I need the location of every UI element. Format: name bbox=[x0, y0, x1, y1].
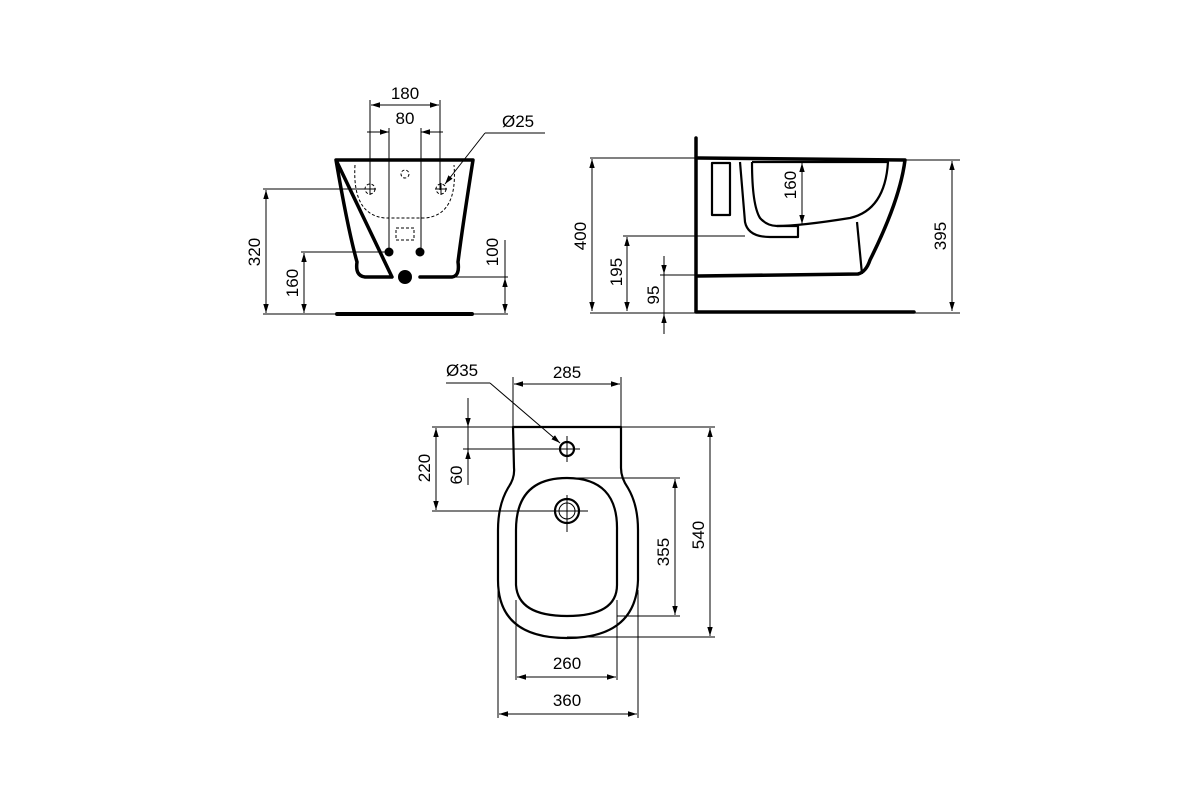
dim-100: 100 bbox=[483, 238, 502, 266]
front-view: 180 80 Ø25 320 160 100 bbox=[245, 84, 545, 316]
dim-80: 80 bbox=[396, 109, 415, 128]
dim-160-side: 160 bbox=[781, 171, 800, 199]
dim-360: 360 bbox=[553, 691, 581, 710]
dim-160-front: 160 bbox=[283, 269, 302, 297]
dim-260: 260 bbox=[553, 654, 581, 673]
dim-220: 220 bbox=[415, 454, 434, 482]
dim-320: 320 bbox=[245, 238, 264, 266]
dim-285: 285 bbox=[553, 363, 581, 382]
dim-60: 60 bbox=[447, 466, 466, 485]
side-view: 400 195 95 160 395 bbox=[571, 136, 960, 334]
dim-355: 355 bbox=[654, 538, 673, 566]
dim-180: 180 bbox=[391, 84, 419, 103]
dim-400: 400 bbox=[571, 222, 590, 250]
top-view: Ø35 285 220 60 355 540 260 360 bbox=[415, 361, 715, 718]
dim-95: 95 bbox=[644, 286, 663, 305]
dim-395: 395 bbox=[931, 222, 950, 250]
dim-195: 195 bbox=[607, 258, 626, 286]
dim-d25: Ø25 bbox=[502, 112, 534, 131]
dim-540: 540 bbox=[689, 521, 708, 549]
dim-d35: Ø35 bbox=[446, 361, 478, 380]
